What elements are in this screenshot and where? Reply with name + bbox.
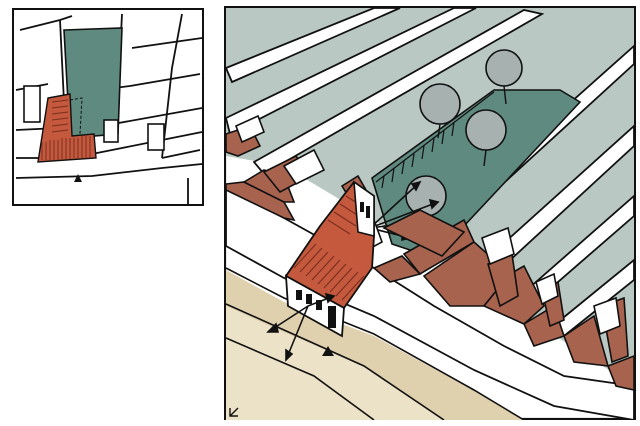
site-plan-svg bbox=[12, 8, 204, 206]
axonometric-svg bbox=[224, 6, 636, 420]
site-plan-inset bbox=[12, 8, 204, 206]
axonometric-view bbox=[224, 6, 636, 420]
